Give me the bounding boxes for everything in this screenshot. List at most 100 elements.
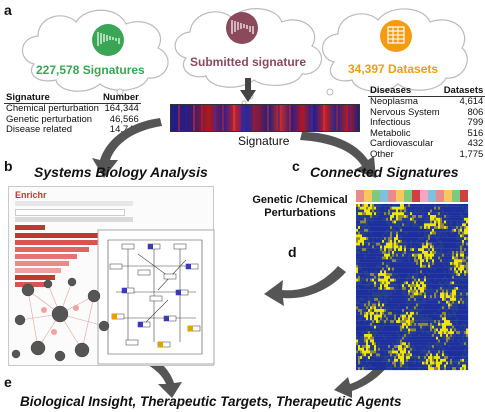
heatmap-cell (378, 237, 381, 241)
heatmap-cell (440, 212, 443, 216)
heatmap-cell (436, 350, 439, 354)
heatmap-cell (442, 264, 445, 268)
heatmap-cell (450, 358, 453, 362)
heatmap-cell (368, 270, 371, 274)
heatmap-cell (446, 242, 449, 246)
heatmap-cell (448, 353, 451, 357)
heatmap-cell (436, 256, 439, 260)
heatmap-cell (358, 311, 361, 315)
heatmap-cell (446, 331, 449, 335)
heatmap-cell (432, 328, 435, 332)
heatmap-cell (438, 234, 441, 238)
heatmap-cell (450, 347, 453, 351)
heatmap-cell (404, 311, 407, 315)
heatmap-cell (424, 347, 427, 351)
heatmap-cell (390, 361, 393, 365)
heatmap-cell (392, 350, 395, 354)
heatmap-cell (394, 306, 397, 310)
table-cell: Cardiovascular (370, 138, 434, 149)
heatmap-cell (416, 256, 419, 260)
heatmap-cell (438, 251, 441, 254)
heatmap-cell (450, 345, 453, 348)
heatmap-cell (412, 253, 415, 257)
heatmap-cell (432, 322, 435, 326)
heatmap-cell (434, 267, 437, 271)
heatmap-cell (380, 303, 383, 307)
heatmap-cell (462, 295, 465, 299)
heatmap-cell (376, 361, 379, 365)
heatmap-cell (374, 251, 377, 254)
heatmap-cell (464, 275, 467, 279)
heatmap-cell (398, 284, 401, 288)
heatmap-cell (360, 259, 363, 263)
heatmap-cell (450, 306, 453, 310)
heatmap-cell (462, 231, 465, 235)
signature-table: Signature Number Chemical perturbation 1… (4, 93, 141, 136)
heatmap-cell (426, 356, 429, 360)
heatmap-cell (450, 234, 453, 238)
heatmap-cell (426, 212, 429, 216)
heatmap-cell (402, 322, 405, 326)
heatmap-cell (456, 358, 459, 362)
heatmap-cell (370, 309, 373, 312)
heatmap-cell (448, 284, 451, 288)
heatmap-cell (408, 212, 411, 216)
heatmap-cell (364, 281, 367, 285)
heatmap-cell (406, 231, 409, 235)
heatmap-cell (358, 264, 361, 268)
heatmap-cell (366, 347, 369, 351)
heatmap-cell (382, 231, 385, 235)
heatmap-cell (364, 251, 367, 254)
heatmap-cell (376, 231, 379, 235)
heatmap-cell (406, 300, 409, 304)
heatmap-cell (364, 234, 367, 238)
heatmap-cell (408, 342, 411, 346)
heatmap-cell (398, 256, 401, 260)
heatmap-cell (466, 212, 469, 216)
heatmap-cell (460, 231, 463, 235)
heatmap-cell (398, 264, 401, 268)
heatmap-cell (372, 284, 375, 288)
heatmap-cell (440, 239, 443, 243)
heatmap-cell (384, 215, 387, 218)
heatmap-cell (454, 212, 457, 216)
heatmap-cell (444, 367, 447, 371)
heatmap-cell (458, 264, 461, 268)
heatmap-cell (404, 267, 407, 271)
heatmap-cell (372, 328, 375, 332)
heatmap-cell (454, 356, 457, 360)
heatmap-cell (388, 309, 391, 312)
heatmap-cell (444, 309, 447, 312)
heatmap-cell (362, 273, 365, 277)
heatmap-cell (408, 239, 411, 243)
heatmap-cell (422, 270, 425, 274)
heatmap-cell (402, 314, 405, 318)
heatmap-cell (420, 320, 423, 324)
heatmap-cell (410, 204, 413, 207)
heatmap-cell (448, 220, 451, 224)
heatmap-cell (416, 275, 419, 279)
heatmap-cell (360, 287, 363, 290)
heatmap-cell (396, 353, 399, 357)
heatmap-cell (384, 356, 387, 360)
heatmap-cell (360, 273, 363, 277)
heatmap-cell (388, 303, 391, 307)
heatmap-cell (368, 353, 371, 357)
heatmap-cell (440, 320, 443, 324)
heatmap-cell (436, 270, 439, 274)
heatmap-cell (358, 248, 361, 252)
heatmap-cell (370, 226, 373, 229)
heatmap-cell (458, 270, 461, 274)
heatmap-cell (380, 220, 383, 224)
heatmap-cell (386, 259, 389, 263)
heatmap-cell (402, 245, 405, 249)
heatmap-cell (404, 220, 407, 224)
heatmap-cell (378, 328, 381, 332)
heatmap-cell (372, 270, 375, 274)
heatmap-cell (372, 320, 375, 324)
heatmap-cell (426, 223, 429, 227)
heatmap-cell (446, 226, 449, 229)
heatmap-cell (432, 334, 435, 337)
